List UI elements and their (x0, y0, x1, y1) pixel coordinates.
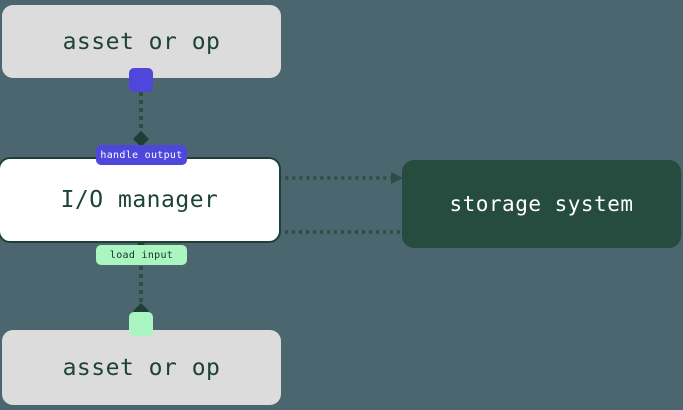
node-io-manager[interactable]: I/O manager (0, 157, 281, 243)
edge-label-load-input[interactable]: load input (96, 245, 187, 265)
node-asset-or-op-consumer[interactable]: asset or op (2, 330, 281, 405)
edge-label-handle-output[interactable]: handle output (96, 145, 187, 165)
node-storage-system[interactable]: storage system (402, 160, 681, 248)
output-port-handle[interactable] (129, 68, 153, 92)
input-port-handle[interactable] (129, 312, 153, 336)
node-asset-or-op-producer[interactable]: asset or op (2, 5, 281, 78)
